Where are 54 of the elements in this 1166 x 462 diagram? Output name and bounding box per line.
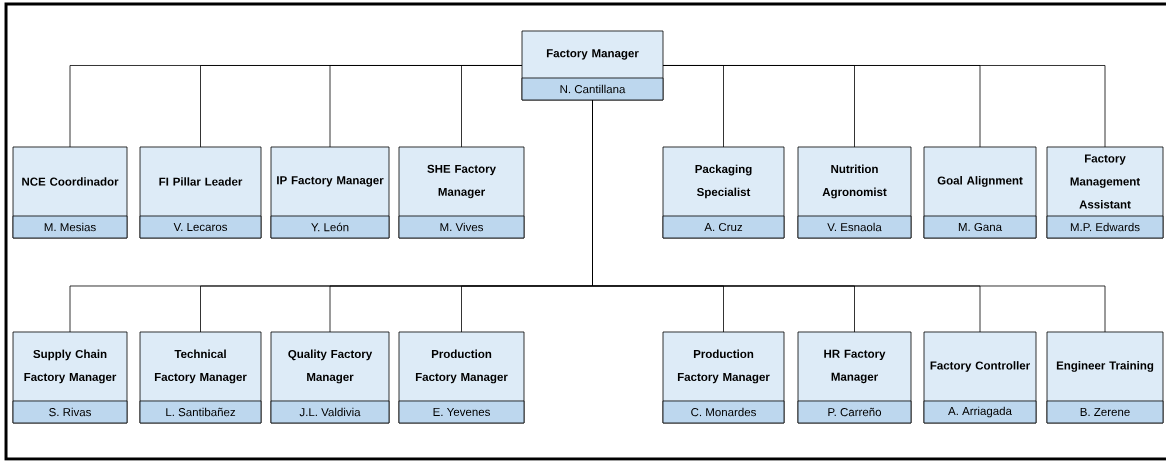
connector-line <box>662 65 1106 148</box>
job-title: Goal Alignment <box>937 176 1023 187</box>
org-box <box>797 331 912 424</box>
person-name: A. Arriagada <box>948 406 1012 418</box>
job-title: Supply Chain Factory Manager <box>24 349 117 384</box>
job-title: Nutrition Agronomist <box>822 164 887 199</box>
org-box <box>12 146 128 239</box>
person-name: P. Carreño <box>828 407 882 417</box>
job-title: FI Pillar Leader <box>159 177 243 186</box>
person-name: M. Gana <box>958 222 1003 232</box>
job-title: Production Factory Manager <box>415 349 508 384</box>
person-name: M. Mesias <box>44 222 96 232</box>
org-box <box>139 146 262 239</box>
org-box <box>139 331 262 424</box>
person-name: V. Lecaros <box>173 223 228 231</box>
job-title: Engineer Training <box>1056 361 1154 372</box>
org-box <box>797 146 912 239</box>
job-title: HR Factory Manager <box>824 349 886 384</box>
person-name: M.P. Edwards <box>1070 222 1140 232</box>
job-title: Packaging Specialist <box>695 164 752 199</box>
org-box <box>662 146 785 239</box>
org-box <box>398 331 525 424</box>
person-name: E. Yevenes <box>433 408 490 416</box>
org-box <box>1046 146 1164 239</box>
job-title: Quality Factory Manager <box>288 349 373 384</box>
org-box <box>398 146 525 239</box>
job-title: Production Factory Manager <box>677 349 770 384</box>
person-name: B. Zerene <box>1080 408 1130 416</box>
job-title: Technical Factory Manager <box>154 349 247 384</box>
org-box <box>662 331 785 424</box>
job-title: Factory Controller <box>930 361 1030 372</box>
org-box <box>270 331 390 424</box>
org-box <box>521 30 664 101</box>
person-name: S. Rivas <box>49 407 91 417</box>
person-name: L. Santibañez <box>166 407 236 417</box>
person-name: J.L. Valdivia <box>299 407 361 417</box>
org-box <box>270 146 390 239</box>
person-name: C. Monardes <box>691 407 756 417</box>
org-box <box>923 331 1037 424</box>
person-name: Y. León <box>311 222 349 232</box>
org-box <box>923 146 1037 239</box>
org-box <box>1046 331 1164 424</box>
person-name: N. Cantillana <box>560 84 626 94</box>
connector-line <box>592 99 1106 333</box>
job-title: Factory Manager <box>546 49 639 60</box>
person-name: A. Cruz <box>704 222 743 232</box>
connector-line <box>461 65 523 148</box>
person-name: V. Esnaola <box>827 222 882 232</box>
job-title: Factory Management Assistant <box>1070 154 1140 209</box>
job-title: IP Factory Manager <box>277 176 384 187</box>
job-title: NCE Coordinador <box>22 177 119 186</box>
job-title: SHE Factory Manager <box>427 164 496 199</box>
org-box <box>12 331 128 424</box>
person-name: M. Vives <box>440 222 484 232</box>
